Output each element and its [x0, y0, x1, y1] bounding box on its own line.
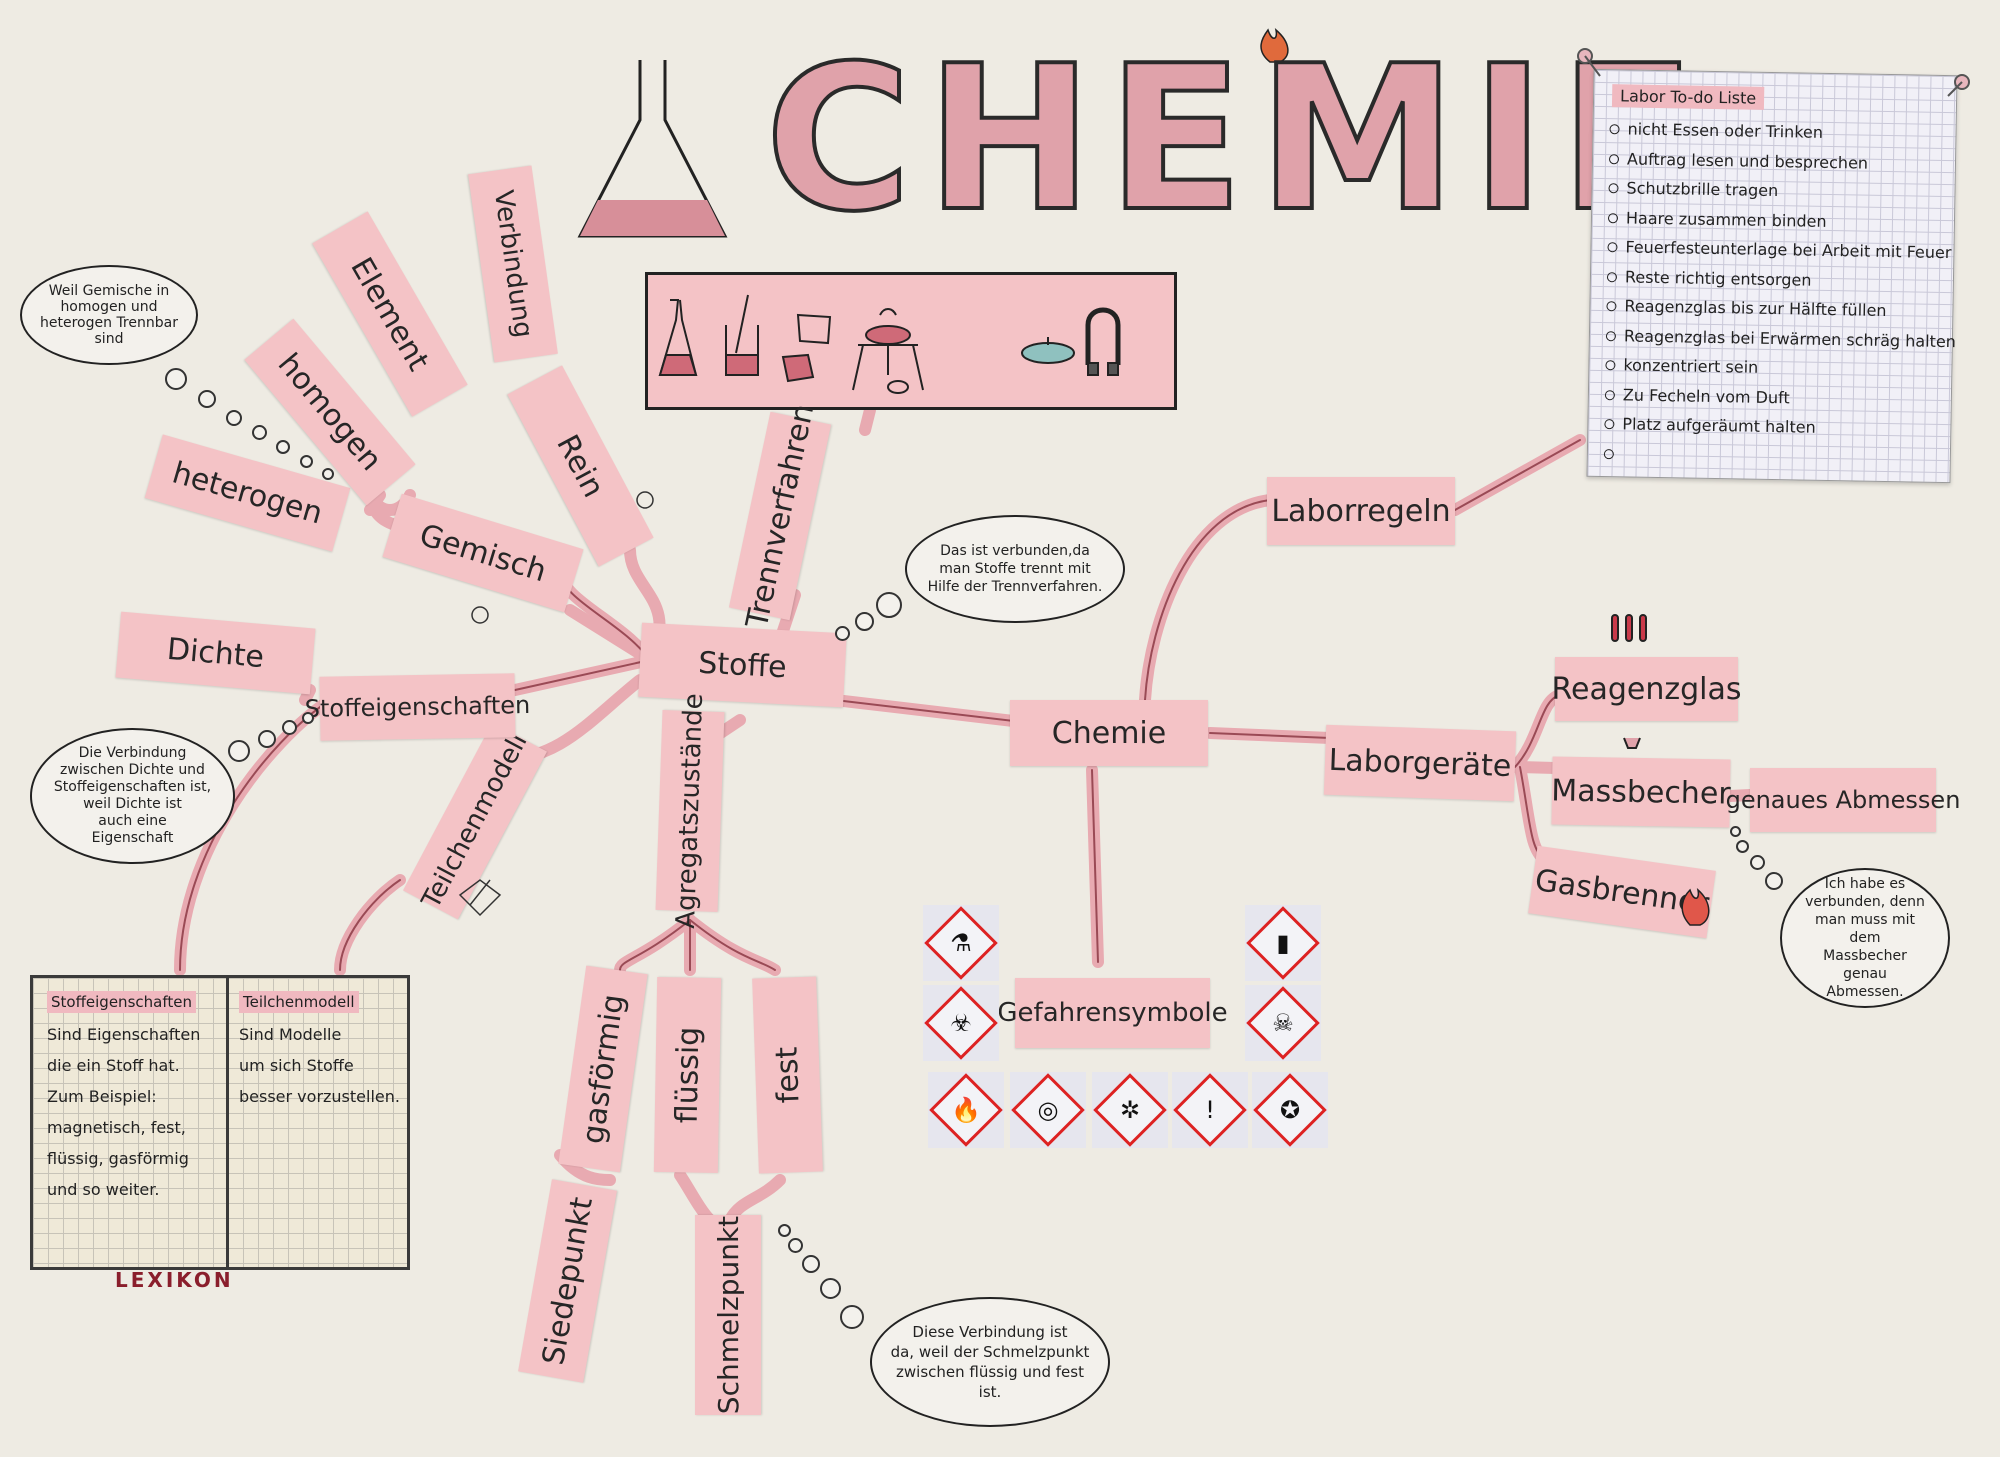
bubble-trennverfahren: Das ist verbunden,da man Stoffe trennt m…	[905, 515, 1125, 623]
bubble-gemische: Weil Gemische in homogen und heterogen T…	[20, 265, 198, 365]
lab-equipment-illustration	[645, 272, 1177, 410]
hazard-pictogram-icon: ⚗	[923, 905, 999, 981]
bubble-massbecher: Ich habe es verbunden, denn man muss mit…	[1780, 868, 1950, 1008]
todo-item: Platz aufgeräumt halten	[1604, 409, 1954, 445]
hazard-pictogram-icon: !	[1172, 1072, 1248, 1148]
bubble-schmelzpunkt: Diese Verbindung ist da, weil der Schmel…	[870, 1297, 1110, 1427]
node-stoffeigenschaften: Stoffeigenschaften	[305, 673, 531, 741]
node-stoffe: Stoffe	[638, 622, 847, 708]
lexicon-line: die ein Stoff hat.	[47, 1056, 180, 1075]
circle-bullet-icon	[1604, 419, 1615, 430]
lexicon-left-page: Stoffeigenschaften Sind Eigenschaften die…	[47, 986, 222, 1205]
lexicon-line: Zum Beispiel:	[47, 1087, 157, 1106]
page-title: CHEMIE	[763, 23, 1710, 256]
todo-item	[1603, 439, 1954, 475]
labor-todo-list: Labor To-do Liste nicht Essen oder Trink…	[1586, 68, 1960, 484]
lexicon-line: und so weiter.	[47, 1180, 160, 1199]
hazard-pictogram-icon: ◎	[1010, 1072, 1086, 1148]
hazard-pictogram-icon: ▮	[1245, 905, 1321, 981]
hazard-pictogram-icon: ✪	[1252, 1072, 1328, 1148]
lexicon-line: besser vorzustellen.	[239, 1087, 400, 1106]
lexicon-right-lines: Sind Modelle um sich Stoffe besser vorzust…	[239, 1019, 414, 1112]
circle-bullet-icon	[1608, 183, 1619, 194]
node-schmelzpunkt: Schmelzpunkt	[695, 1215, 761, 1415]
todo-title: Labor To-do Liste	[1611, 84, 1765, 110]
circle-bullet-icon	[1606, 301, 1617, 312]
beaker-icon	[658, 294, 1121, 394]
circle-bullet-icon	[1605, 330, 1617, 341]
title-letter: CHEMIE	[763, 38, 1710, 242]
lexicon-line: magnetisch, fest,	[47, 1118, 186, 1137]
hazard-pictogram-icon: 🔥	[928, 1072, 1004, 1148]
node-fluessig: flüssig	[653, 976, 722, 1174]
lexicon-line: flüssig, gasförmig	[47, 1149, 189, 1168]
node-laborgeraete: Laborgeräte	[1323, 724, 1517, 802]
lexicon-line: Sind Modelle	[239, 1025, 342, 1044]
node-fest: fest	[752, 976, 823, 1174]
node-reagenzglas: Reagenzglas	[1552, 657, 1742, 721]
node-chemie: Chemie	[1010, 700, 1208, 766]
lexicon-book: Stoffeigenschaften Sind Eigenschaften die…	[30, 975, 410, 1270]
hazard-pictogram-icon: ☣	[923, 985, 999, 1061]
lexicon-line: um sich Stoffe	[239, 1056, 354, 1075]
circle-bullet-icon	[1607, 242, 1618, 253]
circle-bullet-icon	[1606, 271, 1618, 282]
circle-bullet-icon	[1605, 360, 1616, 371]
circle-bullet-icon	[1609, 124, 1620, 135]
node-massbecher: Massbecher	[1551, 756, 1731, 828]
lexicon-right-heading: Teilchenmodell	[239, 991, 359, 1013]
lexicon-left-lines: Sind Eigenschaften die ein Stoff hat. Zum …	[47, 1019, 222, 1205]
lexicon-left-heading: Stoffeigenschaften	[47, 991, 196, 1013]
circle-bullet-icon	[1607, 212, 1619, 223]
lexicon-line: Sind Eigenschaften	[47, 1025, 201, 1044]
circle-bullet-icon	[1604, 389, 1615, 400]
node-laborregeln: Laborregeln	[1267, 477, 1455, 545]
node-agregatszustaende: Agregatszustände	[655, 693, 725, 929]
circle-bullet-icon	[1603, 448, 1614, 459]
lexicon-label: LEXIKON	[115, 1268, 234, 1292]
hazard-pictogram-icon: ✲	[1092, 1072, 1168, 1148]
book-spine	[226, 978, 229, 1267]
node-genaues-abmessen: genaues Abmessen	[1726, 768, 1960, 832]
hazard-pictogram-icon: ☠	[1245, 985, 1321, 1061]
circle-bullet-icon	[1608, 153, 1620, 164]
lexicon-right-page: Teilchenmodell Sind Modelle um sich Stoff…	[239, 986, 414, 1112]
node-gefahrensymbole: Gefahrensymbole	[997, 978, 1228, 1048]
bubble-dichte: Die Verbindung zwischen Dichte und Stoff…	[30, 728, 235, 864]
